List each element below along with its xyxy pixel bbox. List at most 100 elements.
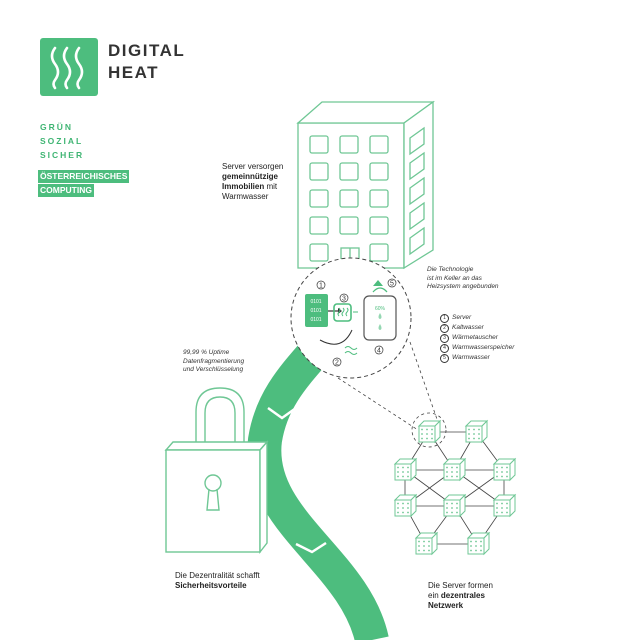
window (309, 243, 329, 262)
highlight-line-2: COMPUTING (38, 184, 94, 197)
uptime-note-line: Datenfragmentierung (183, 357, 245, 365)
legend-number: 4 (440, 343, 449, 353)
window (409, 126, 425, 156)
window (409, 201, 425, 231)
legend-label: Server (452, 314, 472, 321)
water-tank-icon: 60% (363, 295, 397, 341)
window (409, 151, 425, 181)
highlight-line-1: ÖSTERREICHISCHES (38, 170, 130, 183)
server-node-icon (464, 419, 489, 444)
server-node-icon (492, 493, 517, 518)
logo-mark (40, 38, 98, 96)
network-caption-bold: dezentrales (440, 591, 485, 600)
server-node-icon (442, 457, 467, 482)
brand-name: DIGITAL HEAT (108, 40, 185, 84)
legend-label: Kaltwasser (452, 324, 484, 331)
legend-number: 5 (440, 353, 449, 363)
network-caption: Die Server formen ein dezentrales Netzwe… (428, 581, 493, 611)
security-caption: Die Dezentralität schafft Sicherheitsvor… (175, 571, 260, 591)
brand-line-1: DIGITAL (108, 41, 186, 60)
window (309, 189, 329, 208)
brand-line-2: HEAT (108, 63, 160, 82)
server-bits-2: 0101 (310, 308, 321, 314)
window (369, 189, 389, 208)
window (369, 216, 389, 235)
marker-3: 3 (339, 293, 349, 303)
network-highlight-circle (411, 412, 447, 448)
window (309, 135, 329, 154)
svg-text:1: 1 (319, 283, 323, 290)
window (339, 162, 359, 181)
server-icon: 0101 0101 0101 (305, 294, 328, 327)
tech-note-line: Heizsystem angebunden (427, 283, 499, 290)
padlock-icon (164, 387, 269, 555)
network-nodes (393, 419, 517, 556)
tank-label: 60% (375, 306, 386, 312)
tagline: GRÜN SOZIAL SICHER (40, 120, 84, 162)
network-caption-line: ein (428, 591, 441, 600)
heat-waves-icon (50, 46, 84, 90)
legend-label: Wärmetauscher (452, 334, 498, 341)
network-caption-bold: Netzwerk (428, 601, 464, 610)
server-node-icon (492, 457, 517, 482)
marker-1: 1 (316, 280, 326, 290)
warm-water-arrow-head (373, 280, 383, 286)
svg-text:2: 2 (335, 360, 339, 367)
marker-2: 2 (332, 357, 342, 367)
tech-note-line: ist im Keller an das (427, 274, 482, 282)
window (309, 216, 329, 235)
tech-note-line: Die Technologie (427, 266, 474, 273)
green-road (247, 329, 389, 640)
security-caption-bold: Sicherheitsvorteile (175, 581, 247, 590)
tagline-item: SICHER (40, 150, 85, 160)
window (369, 135, 389, 154)
server-node-icon (393, 457, 418, 482)
cold-water-icon (344, 346, 358, 355)
tagline-item: SOZIAL (40, 136, 84, 146)
server-bits-3: 0101 (310, 317, 321, 323)
tech-note: Die Technologie ist im Keller an das Hei… (427, 266, 499, 292)
legend-label: Warmwasser (452, 354, 490, 361)
legend-number: 3 (440, 333, 449, 343)
network-edges (404, 431, 505, 545)
uptime-note: 99,99 % Uptime Datenfragmentierung und V… (183, 349, 244, 375)
cold-water-arrow (319, 329, 353, 345)
window (409, 226, 425, 256)
server-bits-1: 0101 (310, 299, 321, 305)
building-caption-bold: Immobilien (222, 182, 265, 191)
marker-4: 4 (374, 345, 384, 355)
building-caption-line: mit (264, 182, 278, 191)
window (409, 176, 425, 206)
window (339, 135, 359, 154)
svg-text:4: 4 (377, 348, 381, 355)
server-node-icon (466, 531, 491, 556)
building-icon (296, 100, 436, 270)
server-node-icon (442, 493, 467, 518)
building-caption-bold: gemeinnützige (222, 172, 279, 181)
svg-text:3: 3 (342, 296, 346, 303)
building-caption-line: Server versorgen (222, 162, 284, 171)
server-node-icon (414, 531, 439, 556)
building-caption-line: Warmwasser (222, 192, 269, 201)
window (369, 243, 389, 262)
window (309, 162, 329, 181)
highlight-badge: ÖSTERREICHISCHES COMPUTING (38, 170, 130, 198)
warm-water-arrow (372, 287, 388, 293)
server-node-icon (417, 419, 442, 444)
security-caption-line: Die Dezentralität schafft (175, 571, 260, 580)
connector-dashed-1 (409, 341, 439, 423)
network-caption-line: Die Server formen (428, 581, 493, 590)
heat-exchanger-icon (333, 303, 352, 322)
tagline-item: GRÜN (40, 122, 74, 132)
legend-number: 2 (440, 323, 449, 333)
svg-text:5: 5 (390, 281, 394, 288)
legend-label: Warmwasserspeicher (452, 344, 515, 351)
connector-dashed-2 (337, 377, 419, 431)
uptime-note-line: 99,99 % Uptime (183, 349, 230, 356)
window (339, 216, 359, 235)
